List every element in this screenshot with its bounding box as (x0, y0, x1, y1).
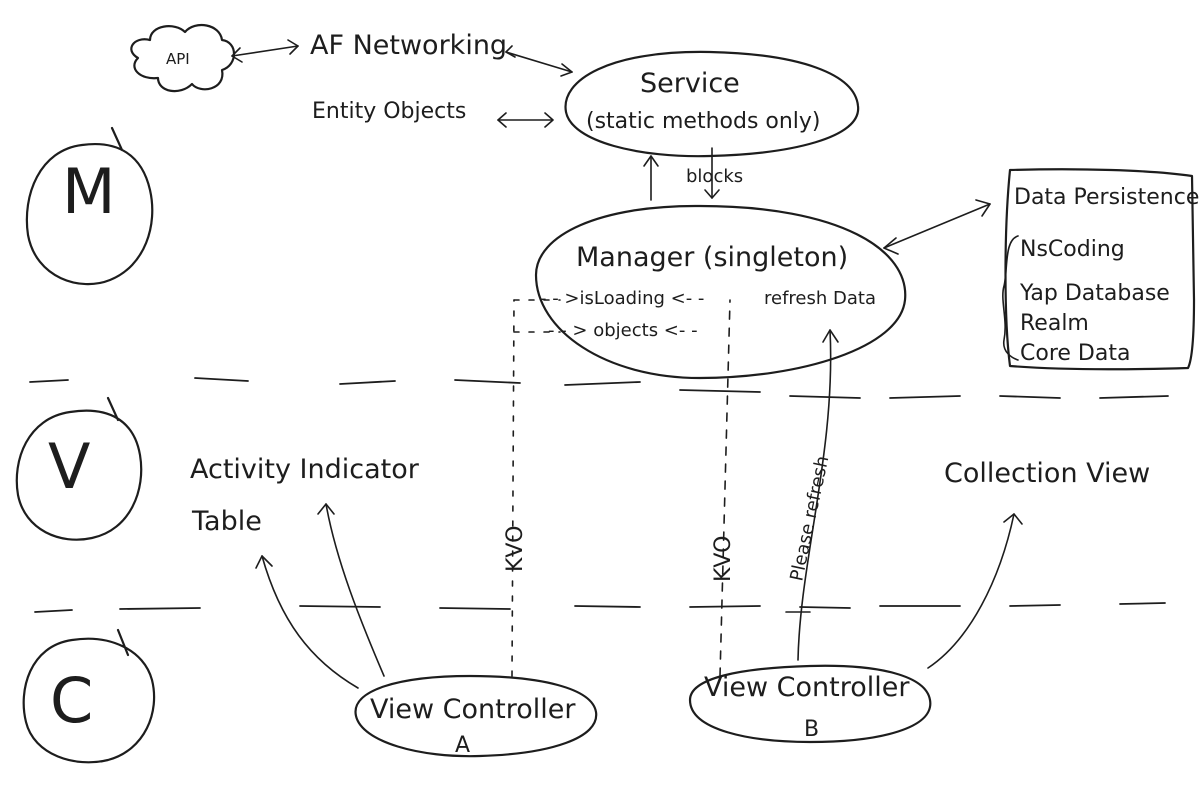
api-networking-arrow (231, 39, 299, 63)
api-label: API (166, 50, 190, 68)
layer-separator-top (29, 377, 1169, 399)
entity-service-arrow (497, 112, 554, 128)
please-refresh-label-wrap: Please refresh (786, 454, 833, 583)
persistence-option: Core Data (1020, 341, 1130, 366)
kvo-b-label: KVO (711, 536, 736, 582)
please-refresh-arrow (785, 329, 839, 661)
vc-a-label: View Controller (370, 694, 576, 725)
vc-a-activity-arrow (317, 503, 385, 677)
view-controller-b: View Controller B (688, 664, 932, 744)
activity-indicator-label: Activity Indicator (190, 454, 420, 485)
api-cloud: API (130, 23, 236, 93)
blocks-label: blocks (686, 166, 743, 187)
view-layer-circle: V (15, 396, 143, 541)
persistence-option: NsCoding (1020, 237, 1125, 262)
data-persistence-box: Data Persistence NsCoding Yap Database R… (1002, 168, 1199, 371)
vc-b-collection-arrow (927, 513, 1023, 669)
service-node: Service (static methods only) (564, 50, 860, 158)
table-label: Table (191, 506, 262, 537)
blocks-arrow (704, 147, 720, 199)
please-refresh-label: Please refresh (786, 454, 833, 583)
networking-service-arrow (505, 45, 573, 77)
kvo-a-line (511, 299, 561, 677)
layer-separator-bottom (34, 602, 1166, 613)
manager-persistence-arrow (883, 199, 991, 255)
vc-a-letter: A (455, 733, 470, 758)
networking-label: AF Networking (310, 30, 507, 61)
manager-title: Manager (singleton) (576, 242, 848, 273)
kvo-a-label: KVO (503, 526, 528, 572)
collection-view-label: Collection View (944, 458, 1150, 489)
vc-b-letter: B (804, 717, 819, 742)
manager-service-arrow (643, 155, 659, 201)
model-layer-letter: M (62, 155, 116, 228)
kvo-b-line (719, 299, 731, 677)
objects-label: - - > objects <- - (548, 320, 698, 341)
persistence-title: Data Persistence (1014, 185, 1199, 210)
persistence-option: Realm (1020, 311, 1089, 336)
service-subtitle: (static methods only) (586, 109, 821, 134)
refresh-data-label: refresh Data (764, 288, 876, 309)
service-title: Service (640, 68, 740, 99)
view-layer-letter: V (48, 430, 90, 503)
kvo-b-label-wrap: KVO (711, 536, 736, 582)
is-loading-label: - - >isLoading <- - (540, 288, 704, 309)
entity-objects-label: Entity Objects (312, 99, 466, 124)
manager-node: Manager (singleton) - - >isLoading <- - … (534, 204, 907, 380)
vc-a-table-arrow (255, 555, 359, 689)
persistence-option: Yap Database (1019, 281, 1170, 306)
controller-layer-circle: C (22, 628, 156, 764)
vc-b-label: View Controller (704, 672, 910, 703)
view-controller-a: View Controller A (354, 674, 598, 758)
controller-layer-letter: C (50, 664, 93, 737)
persistence-brace (1002, 235, 1019, 361)
kvo-a-label-wrap: KVO (503, 526, 528, 572)
model-layer-circle: M (25, 126, 154, 286)
